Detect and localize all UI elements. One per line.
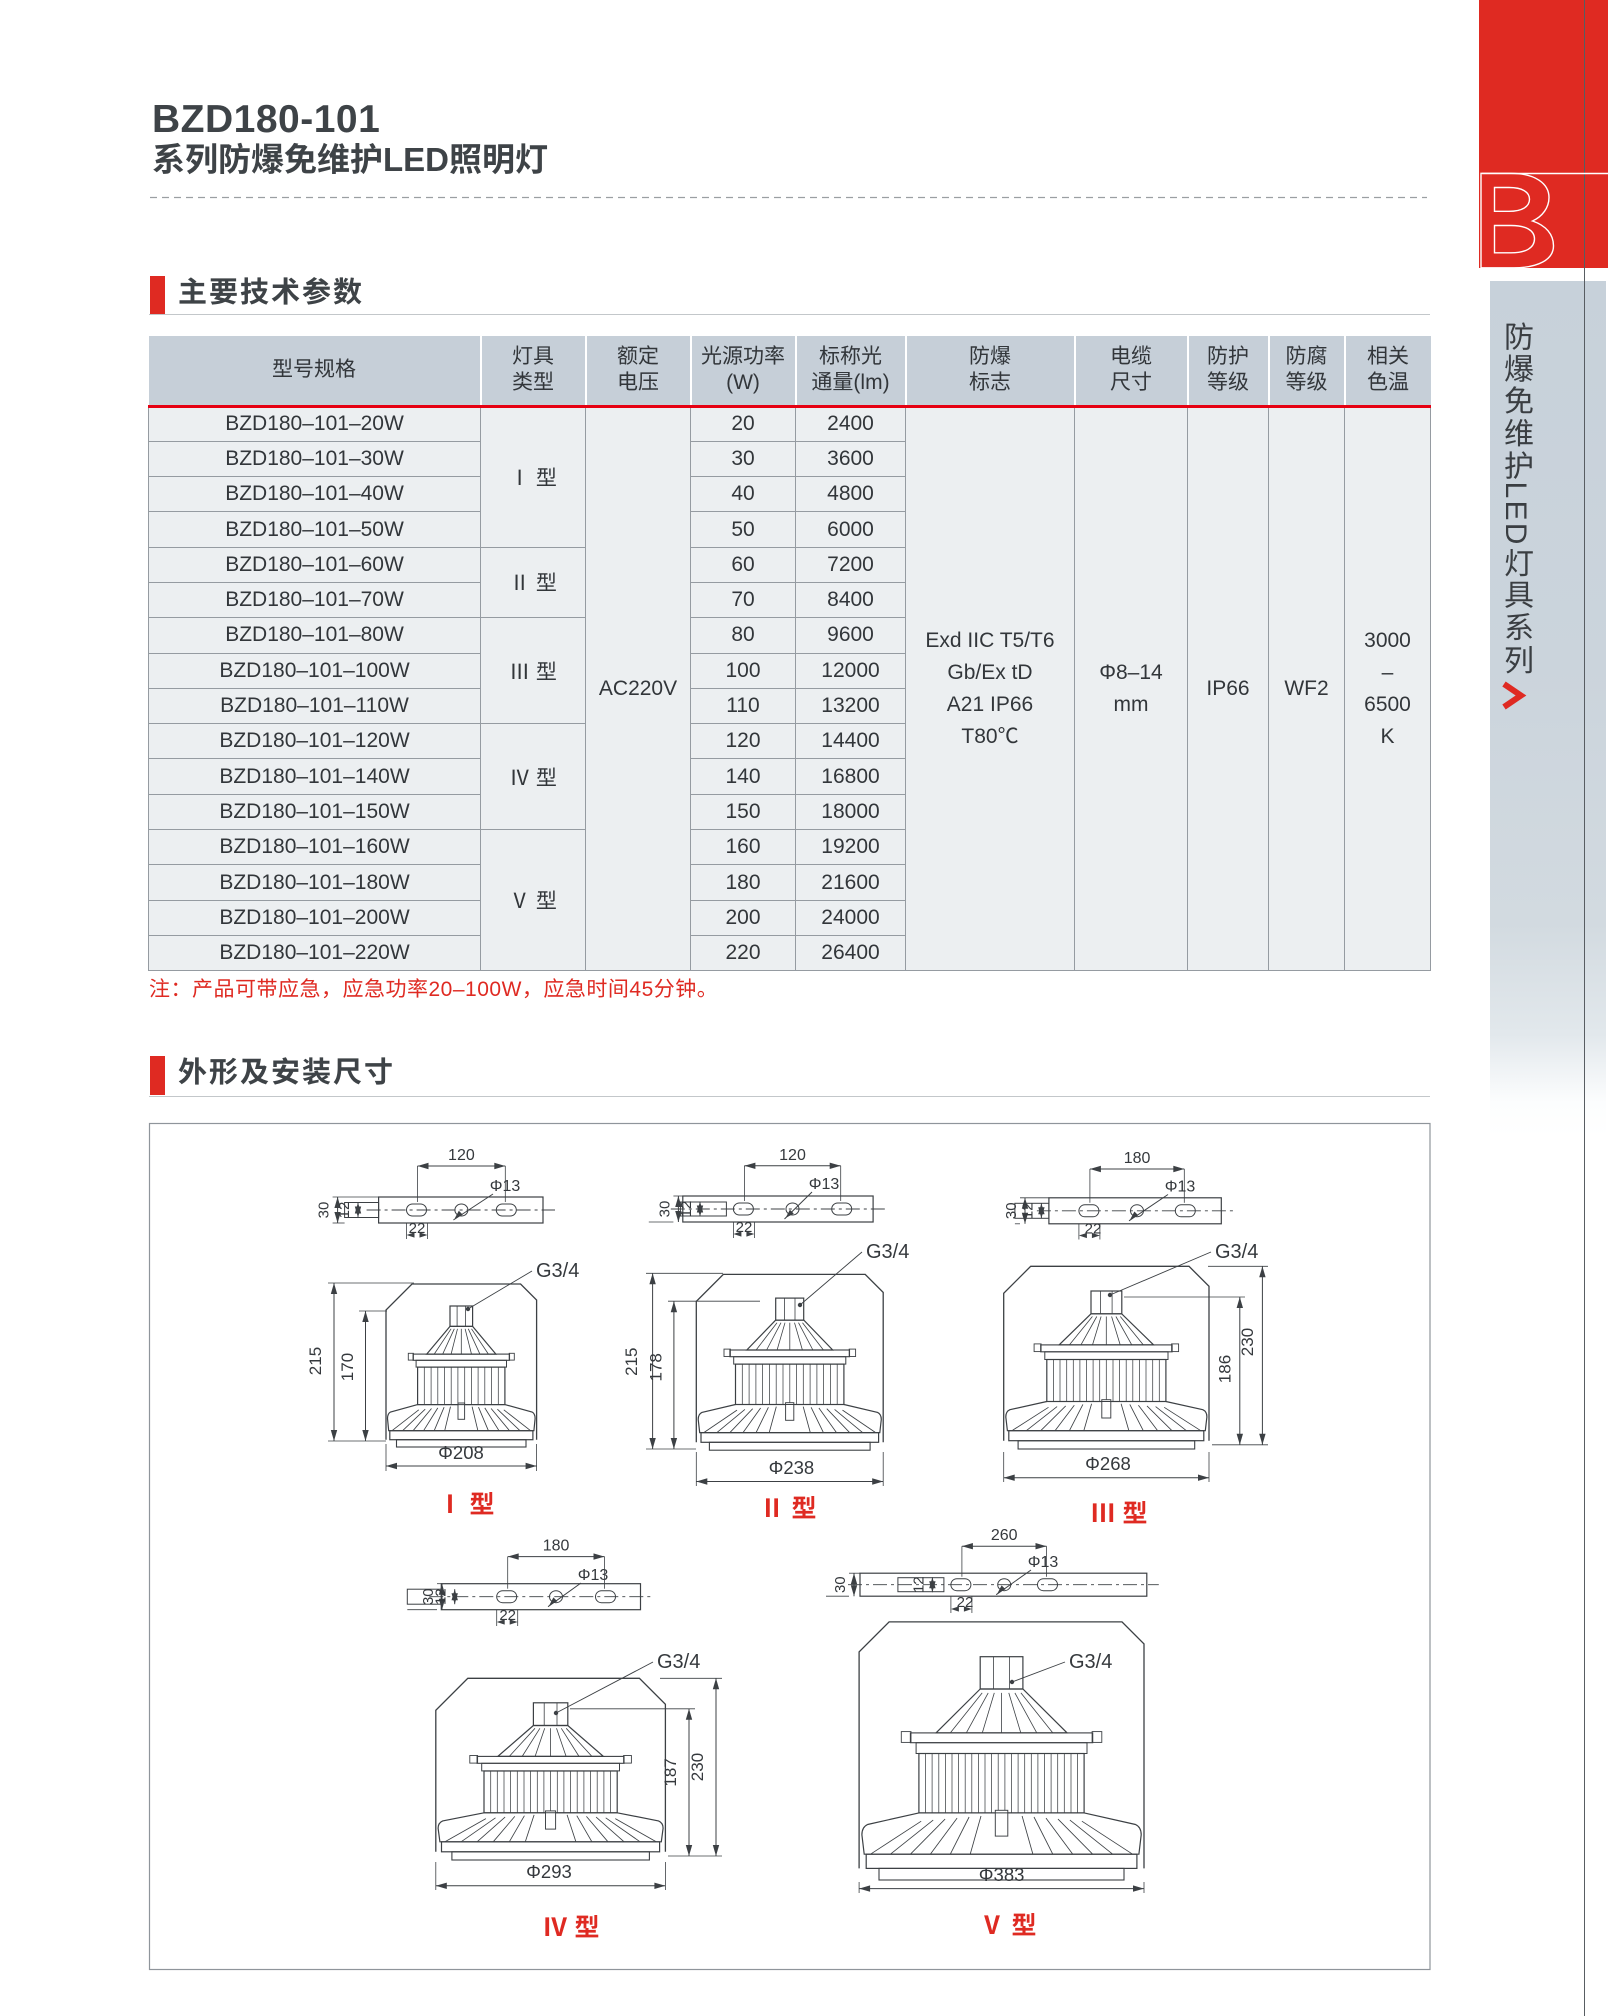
svg-text:186: 186 bbox=[1216, 1355, 1235, 1383]
svg-text:G3/4: G3/4 bbox=[536, 1260, 579, 1282]
svg-text:Ⅳ 型: Ⅳ 型 bbox=[543, 1914, 600, 1942]
svg-text:Φ238: Φ238 bbox=[769, 1457, 815, 1478]
svg-text:12: 12 bbox=[433, 1588, 450, 1605]
svg-text:30: 30 bbox=[316, 1202, 333, 1219]
svg-text:22: 22 bbox=[499, 1607, 516, 1624]
svg-text:Φ13: Φ13 bbox=[1028, 1554, 1059, 1571]
svg-text:230: 230 bbox=[688, 1753, 707, 1781]
svg-text:120: 120 bbox=[779, 1147, 806, 1164]
svg-text:120: 120 bbox=[448, 1147, 475, 1164]
svg-text:G3/4: G3/4 bbox=[657, 1651, 700, 1673]
svg-text:G3/4: G3/4 bbox=[1069, 1651, 1112, 1673]
svg-text:Φ268: Φ268 bbox=[1085, 1453, 1131, 1474]
svg-text:30: 30 bbox=[656, 1201, 673, 1218]
svg-text:Φ13: Φ13 bbox=[578, 1567, 609, 1584]
svg-text:230: 230 bbox=[1238, 1328, 1257, 1356]
svg-text:215: 215 bbox=[622, 1348, 641, 1376]
svg-text:215: 215 bbox=[306, 1347, 325, 1375]
svg-text:Ⅲ 型: Ⅲ 型 bbox=[1091, 1500, 1148, 1528]
svg-text:180: 180 bbox=[543, 1538, 570, 1555]
svg-text:Ⅴ 型: Ⅴ 型 bbox=[980, 1912, 1037, 1940]
svg-text:G3/4: G3/4 bbox=[1215, 1241, 1258, 1263]
svg-text:30: 30 bbox=[420, 1588, 437, 1605]
svg-text:12: 12 bbox=[1019, 1202, 1036, 1219]
svg-text:22: 22 bbox=[409, 1220, 426, 1237]
svg-text:Φ383: Φ383 bbox=[979, 1864, 1025, 1885]
svg-text:30: 30 bbox=[1003, 1202, 1020, 1219]
svg-text:22: 22 bbox=[736, 1219, 753, 1236]
svg-text:22: 22 bbox=[1085, 1221, 1102, 1238]
svg-text:Φ13: Φ13 bbox=[809, 1176, 840, 1193]
svg-text:178: 178 bbox=[647, 1353, 666, 1381]
svg-text:Φ293: Φ293 bbox=[526, 1861, 572, 1882]
svg-text:30: 30 bbox=[832, 1576, 849, 1593]
svg-text:187: 187 bbox=[661, 1758, 680, 1786]
svg-text:12: 12 bbox=[336, 1202, 353, 1219]
svg-text:Ⅰ 型: Ⅰ 型 bbox=[438, 1491, 495, 1519]
svg-text:G3/4: G3/4 bbox=[866, 1241, 909, 1263]
svg-text:Φ208: Φ208 bbox=[438, 1442, 484, 1463]
svg-text:Φ13: Φ13 bbox=[1165, 1179, 1196, 1196]
svg-text:12: 12 bbox=[910, 1576, 927, 1593]
svg-text:170: 170 bbox=[338, 1353, 357, 1381]
svg-text:22: 22 bbox=[957, 1594, 974, 1611]
svg-text:12: 12 bbox=[678, 1201, 695, 1218]
svg-text:Ⅱ 型: Ⅱ 型 bbox=[760, 1495, 817, 1523]
svg-text:260: 260 bbox=[991, 1527, 1018, 1544]
svg-text:180: 180 bbox=[1124, 1150, 1151, 1167]
